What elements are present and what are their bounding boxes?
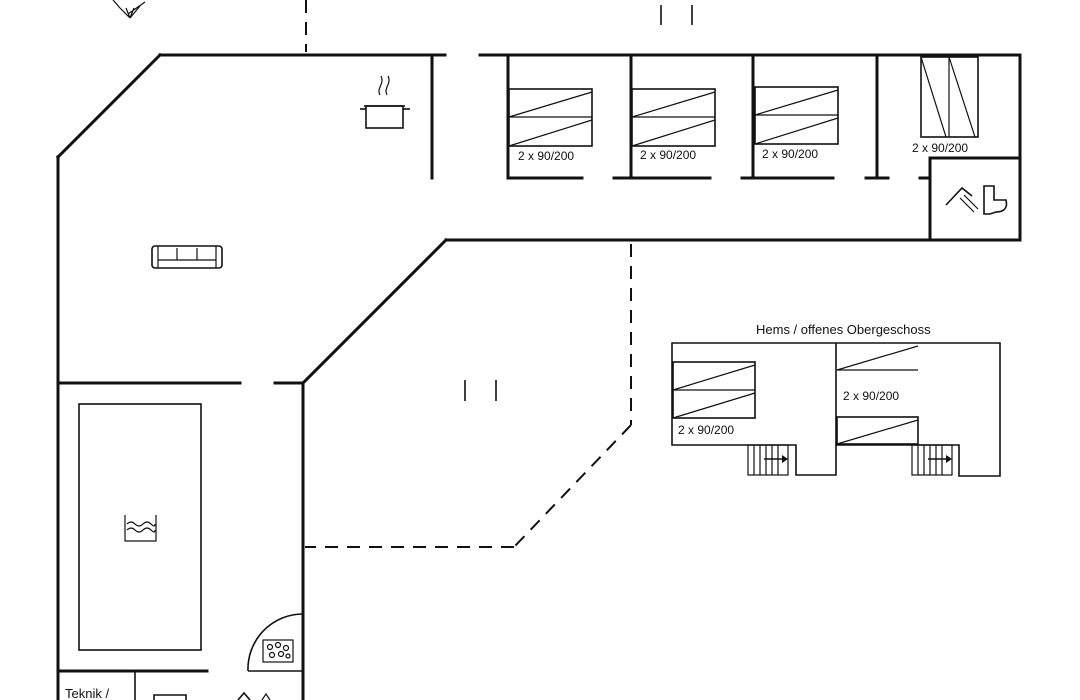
bottom-partial-icon <box>237 691 271 700</box>
technik-appliance-icon <box>153 694 187 700</box>
sofa-icon <box>151 245 223 269</box>
bed-label-2: 2 x 90/200 <box>640 148 696 162</box>
bedroom-3-bed <box>754 86 839 145</box>
terrace-outline <box>305 244 632 548</box>
shower-icon <box>945 186 979 213</box>
pool-icon <box>124 515 157 542</box>
toilet-icon <box>983 185 1008 215</box>
stairs-icon-2 <box>911 444 953 476</box>
loft-bed-1 <box>672 361 756 419</box>
bed-label-1: 2 x 90/200 <box>518 149 574 163</box>
compass-icon <box>112 0 146 19</box>
bed-label-3: 2 x 90/200 <box>762 147 818 161</box>
room-label-technik: Teknik / <box>65 686 109 700</box>
sauna-stones-icon <box>262 639 294 663</box>
bed-label-4: 2 x 90/200 <box>912 141 968 155</box>
loft-bed-2 <box>836 345 919 445</box>
terrace-boundary <box>305 0 693 52</box>
interior-walls <box>56 53 1022 700</box>
exterior-walls <box>55 52 1022 700</box>
bedroom-1-bed <box>508 88 593 147</box>
loft-bed-label-1: 2 x 90/200 <box>678 423 734 437</box>
bedroom-2-bed <box>631 88 716 147</box>
bedroom-4-bed <box>920 56 979 138</box>
pool <box>78 403 202 651</box>
cooking-pot-icon <box>360 75 410 129</box>
loft-bed-label-2: 2 x 90/200 <box>843 389 899 403</box>
sauna <box>247 613 304 672</box>
loft-title: Hems / offenes Obergeschoss <box>756 322 931 337</box>
stairs-icon <box>747 444 789 476</box>
